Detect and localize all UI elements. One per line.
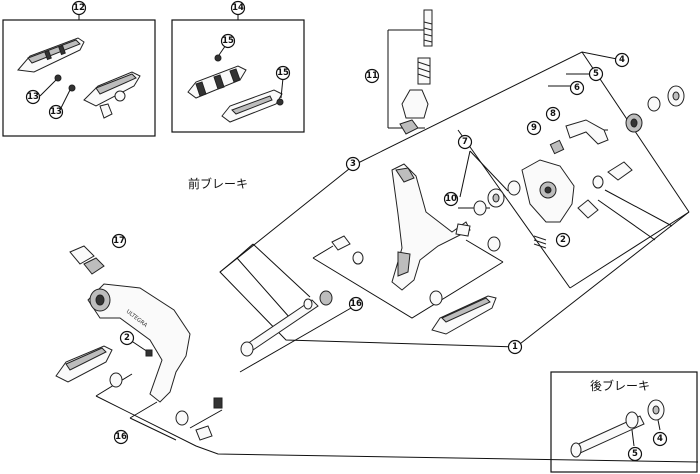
callout-13: 13 xyxy=(25,89,41,105)
svg-text:9: 9 xyxy=(531,123,537,133)
callout-10: 10 xyxy=(443,191,459,207)
callout-15: 15 xyxy=(220,33,236,49)
svg-text:5: 5 xyxy=(632,449,638,459)
callout-6: 6 xyxy=(569,80,585,96)
front-caliper-arm xyxy=(391,163,471,291)
rear-arm-bolt-17 xyxy=(69,245,105,275)
svg-text:4: 4 xyxy=(657,434,663,444)
callout-4: 4 xyxy=(614,52,630,68)
callout-5: 5 xyxy=(588,66,604,82)
svg-text:11: 11 xyxy=(366,71,378,81)
svg-text:15: 15 xyxy=(277,68,289,78)
svg-text:13: 13 xyxy=(50,107,62,117)
svg-text:1: 1 xyxy=(512,342,518,352)
front-shoe xyxy=(429,290,497,335)
rear-caliper-arm xyxy=(87,283,191,403)
spring-2-front xyxy=(533,235,547,249)
screw-9 xyxy=(549,139,565,155)
svg-text:3: 3 xyxy=(350,159,356,169)
washers-7 xyxy=(473,180,521,216)
leader-lines xyxy=(95,29,699,463)
pivot-plate xyxy=(521,159,575,223)
callout-4b: 4 xyxy=(652,431,668,447)
callout-11: 11 xyxy=(364,68,380,84)
rear-brake-label: 後ブレーキ xyxy=(590,378,650,393)
callout-9: 9 xyxy=(526,120,542,136)
screw-10 xyxy=(455,223,471,237)
svg-text:4: 4 xyxy=(619,55,625,65)
svg-text:17: 17 xyxy=(113,236,125,246)
svg-text:2: 2 xyxy=(124,333,130,343)
svg-text:14: 14 xyxy=(232,3,244,13)
front-bolt-right xyxy=(607,161,633,181)
callout-3: 3 xyxy=(345,156,361,172)
callout-12: 12 xyxy=(71,0,87,16)
washer-front xyxy=(487,175,604,252)
brake-pad-set-inset-14 xyxy=(187,54,284,123)
front-brake-label: 前ブレーキ xyxy=(188,176,248,191)
rear-small-parts xyxy=(145,349,223,441)
spring-bolt-11 xyxy=(399,9,433,135)
front-pivot-bolt xyxy=(240,235,364,357)
callout-1: 1 xyxy=(507,339,523,355)
callout-8: 8 xyxy=(545,106,561,122)
callout-13b: 13 xyxy=(48,104,64,120)
callout-17: 17 xyxy=(111,233,127,249)
callout-2b: 2 xyxy=(119,330,135,346)
rear-bolt-inset xyxy=(570,399,665,458)
svg-text:13: 13 xyxy=(27,92,39,102)
svg-text:5: 5 xyxy=(593,69,599,79)
callout-16: 16 xyxy=(348,296,364,312)
callout-15b: 15 xyxy=(275,65,291,81)
svg-text:10: 10 xyxy=(445,194,457,204)
svg-text:16: 16 xyxy=(115,432,127,442)
callout-16b: 16 xyxy=(113,429,129,445)
svg-text:16: 16 xyxy=(350,299,362,309)
callout-5b: 5 xyxy=(627,446,643,462)
nuts-4-5-6 xyxy=(625,85,685,133)
rear-shoe xyxy=(55,345,123,388)
svg-text:15: 15 xyxy=(222,36,234,46)
inset-box-rear xyxy=(550,371,698,473)
callout-14: 14 xyxy=(230,0,246,16)
svg-text:2: 2 xyxy=(560,235,566,245)
svg-text:7: 7 xyxy=(462,137,468,147)
svg-text:8: 8 xyxy=(550,109,556,119)
brake-shoe-set-inset-12 xyxy=(17,37,141,119)
callout-2: 2 xyxy=(555,232,571,248)
svg-text:12: 12 xyxy=(73,3,85,13)
svg-text:6: 6 xyxy=(574,83,580,93)
callout-7: 7 xyxy=(457,134,473,150)
adjuster-8 xyxy=(565,119,609,145)
